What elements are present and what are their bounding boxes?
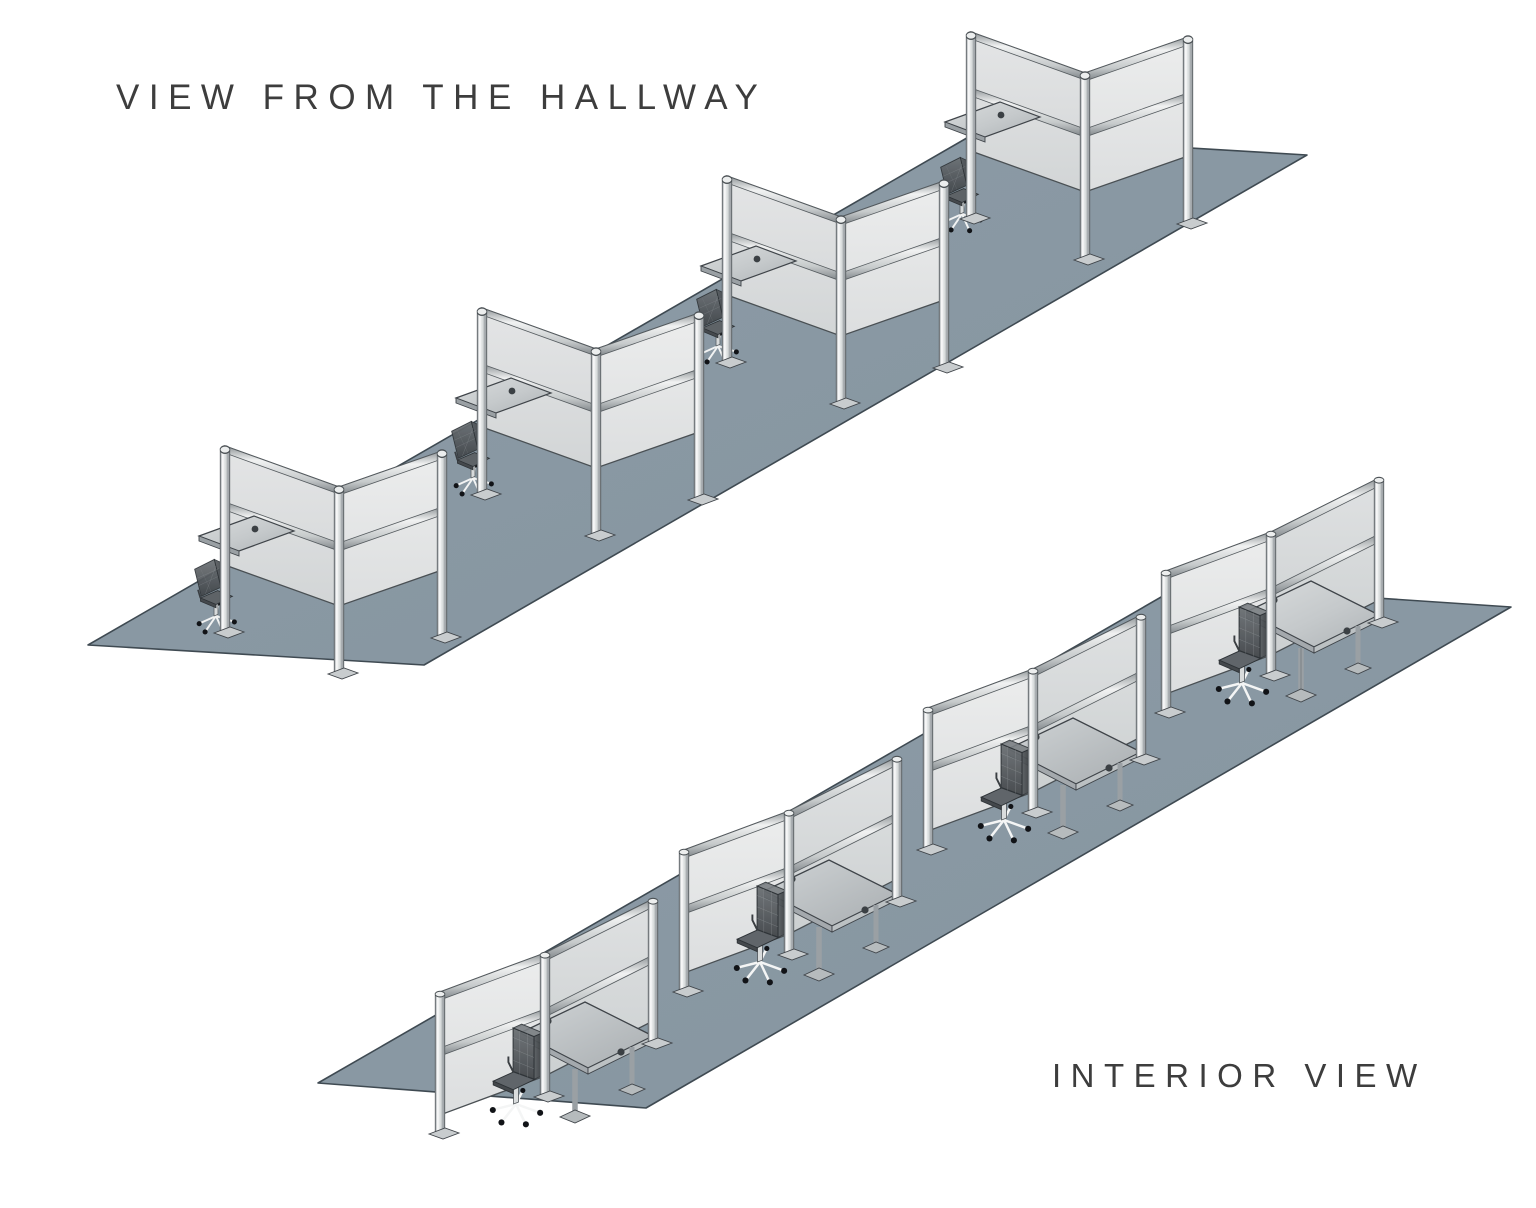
workstation-interior-2 (671, 755, 918, 998)
post-hw4-left (965, 31, 977, 221)
post-int4-left (1160, 569, 1172, 716)
post-hw3-left (721, 175, 733, 365)
post-hw3-mid (835, 215, 847, 406)
post-hw4-right (1182, 35, 1194, 226)
workstation-hallway-1 (193, 445, 463, 680)
workstation-hallway-3 (695, 175, 965, 410)
post-hw4-mid (1079, 71, 1091, 262)
post-int4-right (1373, 476, 1385, 626)
workstation-interior-4 (1153, 476, 1400, 719)
view-label-interior: INTERIOR VIEW (1052, 1057, 1427, 1094)
post-hw1-right (436, 449, 448, 640)
panel-front-hw1 (338, 450, 443, 607)
panel-front-hw2 (595, 312, 700, 469)
post-hw1-mid (333, 485, 345, 676)
post-hw2-left (476, 307, 488, 497)
post-int1-mid (539, 951, 551, 1100)
post-hw2-mid (590, 347, 602, 538)
post-int3-mid (1027, 667, 1039, 816)
workstation-interior-1 (427, 897, 674, 1140)
post-int3-right (1135, 613, 1147, 763)
workstation-interior-3 (915, 613, 1162, 856)
post-int1-left (434, 990, 446, 1137)
post-hw2-right (693, 311, 705, 502)
post-hw1-left (219, 445, 231, 635)
post-int4-mid (1265, 530, 1277, 679)
workstation-hallway-2 (450, 307, 720, 542)
workstation-hallway-4 (939, 31, 1209, 266)
post-int2-mid (783, 809, 795, 958)
post-int2-left (678, 848, 690, 995)
view-label-hallway: VIEW FROM THE HALLWAY (116, 78, 768, 117)
post-int1-right (647, 897, 659, 1047)
post-int2-right (891, 755, 903, 905)
view-interior (317, 476, 1512, 1140)
view-hallway (87, 31, 1308, 680)
post-int3-left (922, 706, 934, 853)
post-hw3-right (938, 179, 950, 370)
panel-front-hw3 (840, 180, 945, 337)
